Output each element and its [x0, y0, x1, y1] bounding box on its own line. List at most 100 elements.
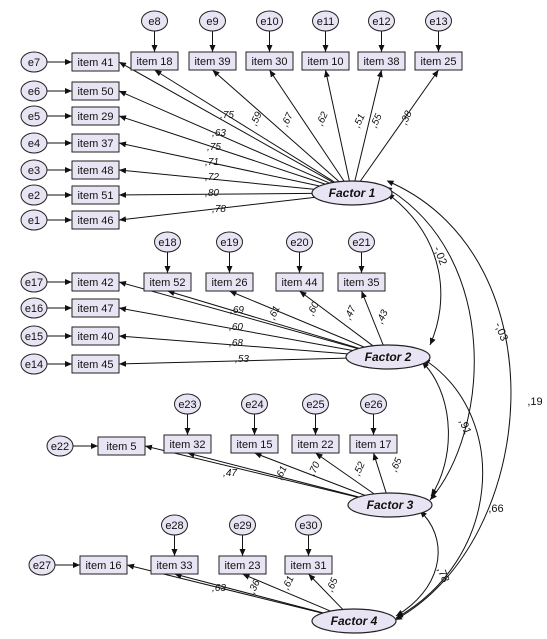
loading-value: ,70: [307, 460, 323, 478]
factor-node-f2: Factor 2: [345, 344, 431, 370]
item-node: item 37: [71, 133, 120, 153]
factor-node-f3: Factor 3: [347, 492, 433, 518]
error-node: e21: [348, 231, 375, 253]
item-box: [218, 555, 267, 575]
item-node: item 5: [97, 436, 146, 456]
factor-node-f4: Factor 4: [311, 608, 397, 634]
item-label: item 31: [290, 560, 326, 572]
loading-value: ,51: [352, 112, 368, 129]
loading-value: ,63: [212, 583, 226, 594]
item-box: [230, 434, 279, 454]
loading-value: ,47: [223, 468, 237, 479]
item-node: item 25: [414, 51, 463, 71]
error-label: e4: [28, 138, 40, 150]
loading-paths: [118, 61, 439, 614]
loading-value: ,43: [375, 308, 391, 326]
error-node: e17: [20, 271, 48, 293]
item-box: [71, 185, 120, 205]
item-box: [188, 51, 237, 71]
error-label: e5: [28, 111, 40, 123]
item-box: [205, 272, 254, 292]
error-ellipse: [199, 10, 226, 32]
item-node: item 16: [79, 555, 128, 575]
item-label: item 45: [77, 359, 113, 371]
correlation-f2-f4: [395, 358, 483, 619]
item-node: item 47: [71, 298, 120, 318]
factor-ellipse: [345, 344, 431, 370]
item-box: [71, 210, 120, 230]
error-node: e4: [20, 132, 48, 154]
loading-path-i31: [308, 573, 344, 610]
item-node: item 38: [357, 51, 406, 71]
error-label: e11: [317, 16, 335, 28]
error-ellipse: [20, 353, 48, 375]
loading-path-i22: [315, 452, 375, 495]
error-label: e23: [178, 399, 196, 411]
error-node: e9: [199, 10, 226, 32]
item-box: [71, 133, 120, 153]
error-label: e21: [352, 237, 370, 249]
loading-value: ,36: [247, 578, 263, 596]
item-box: [349, 434, 398, 454]
item-node: item 48: [71, 160, 120, 180]
item-label: item 29: [77, 111, 113, 123]
item-label: item 33: [156, 560, 192, 572]
error-label: e12: [372, 16, 390, 28]
error-label: e15: [25, 331, 43, 343]
error-node: e1: [20, 209, 48, 231]
loading-path-i29: [118, 115, 326, 185]
error-label: e20: [290, 237, 308, 249]
item-box: [143, 272, 192, 292]
error-ellipse: [216, 231, 243, 253]
item-node: item 40: [71, 326, 120, 346]
error-label: e8: [148, 16, 160, 28]
error-ellipse: [368, 10, 395, 32]
error-label: e29: [233, 520, 251, 532]
error-label: e2: [28, 190, 40, 202]
error-ellipse: [312, 10, 339, 32]
loading-path-i46: [118, 196, 315, 223]
error-ellipse: [20, 184, 48, 206]
loading-path-i18: [154, 69, 335, 183]
item-box: [71, 326, 120, 346]
correlation-f1-f2: [387, 193, 442, 346]
item-label: item 41: [77, 57, 113, 69]
error-node: e10: [256, 10, 283, 32]
error-ellipse: [174, 393, 201, 415]
item-box: [414, 51, 463, 71]
item-node: item 41: [71, 52, 120, 72]
error-node: e6: [20, 80, 48, 102]
item-box: [301, 51, 350, 71]
loading-value: ,62: [315, 110, 331, 128]
error-node: e27: [28, 554, 56, 576]
loading-path-i48: [118, 167, 315, 190]
error-label: e1: [28, 215, 40, 227]
item-node: item 29: [71, 106, 120, 126]
error-ellipse: [154, 231, 181, 253]
item-node: item 32: [163, 434, 212, 454]
item-label: item 42: [77, 277, 113, 289]
error-node: e15: [20, 325, 48, 347]
item-label: item 47: [77, 303, 113, 315]
error-label: e18: [158, 237, 176, 249]
error-node: e16: [20, 297, 48, 319]
item-label: item 18: [136, 56, 172, 68]
correlation-value: ,19: [527, 396, 542, 408]
error-ellipse: [20, 271, 48, 293]
item-box: [97, 436, 146, 456]
item-node: item 42: [71, 272, 120, 292]
error-label: e25: [306, 399, 324, 411]
loading-value: ,78: [212, 204, 226, 215]
factor-ellipse: [347, 492, 433, 518]
loading-value: ,63: [212, 128, 226, 139]
loading-path-i10: [324, 69, 350, 182]
item-node: item 33: [150, 555, 199, 575]
item-box: [150, 555, 199, 575]
error-node: e20: [286, 231, 313, 253]
loading-path-i51: [118, 191, 313, 198]
loading-path-i33: [174, 572, 324, 614]
loading-path-i5: [144, 444, 359, 498]
item-box: [284, 555, 333, 575]
item-box: [71, 52, 120, 72]
correlation-value: -,03: [492, 321, 510, 343]
